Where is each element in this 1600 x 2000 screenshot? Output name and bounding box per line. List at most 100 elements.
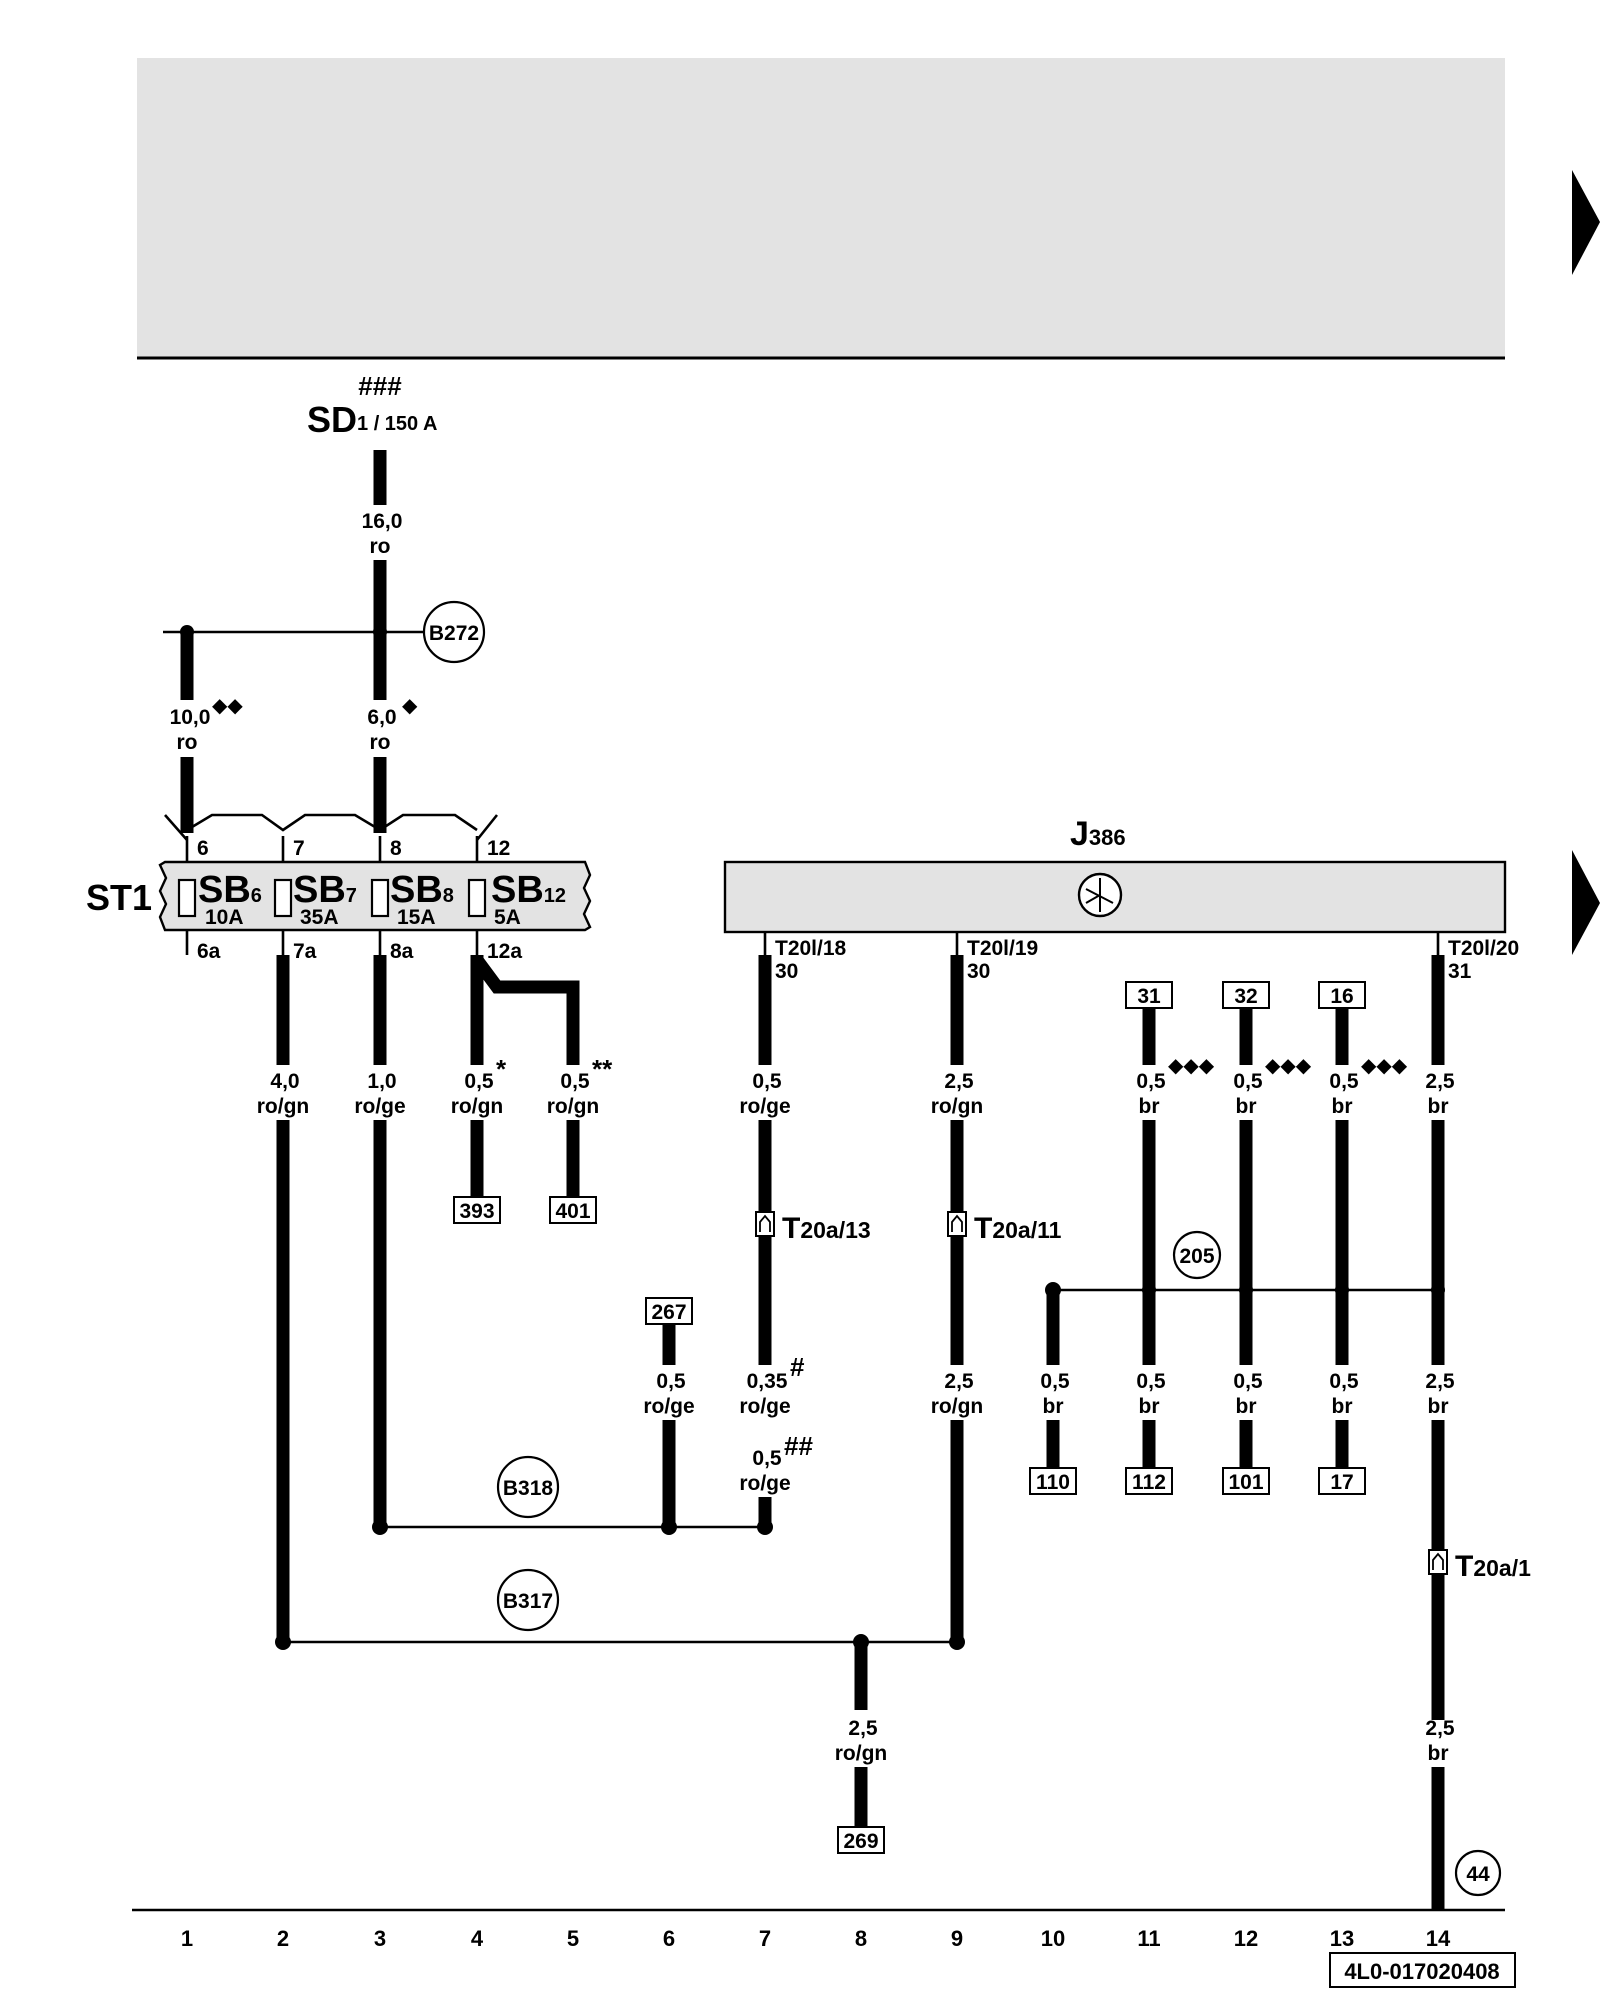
ref-267-box (645, 1297, 693, 1325)
fuse-sb6-name: SB (198, 869, 251, 911)
wire-col7-size: 0,5 (752, 1070, 782, 1093)
fuse-sb7-label: SB7 (293, 869, 357, 911)
wire-col11-size: 0,5 (1136, 1070, 1166, 1093)
fuse-sb8-element (370, 878, 390, 918)
wire-col13-color: br (1332, 1095, 1353, 1118)
column-number: 9 (951, 1926, 963, 1951)
wire-col6-color: ro/ge (643, 1395, 694, 1418)
column-numbers: 1 2 3 4 5 6 7 8 9 10 11 12 13 14 (181, 1926, 1451, 1951)
next-page-arrow-middle[interactable] (1572, 850, 1600, 955)
wire-sb12b-size: 0,5 (560, 1070, 590, 1093)
wire-col11-low-size: 0,5 (1136, 1370, 1166, 1393)
ref-393-box (453, 1196, 501, 1224)
wire-sb12a-size: 0,5 (464, 1070, 494, 1093)
module-pin-19-label: T20l/19 (967, 937, 1038, 960)
doc-code: 4L0-017020408 (1344, 1959, 1499, 1984)
wire-col11-low-color: br (1139, 1395, 1160, 1418)
ref-31-label: 31 (1137, 985, 1161, 1008)
column-number: 11 (1137, 1926, 1160, 1951)
fuse-sb8-out: 8a (390, 940, 414, 963)
ref-393-label: 393 (459, 1200, 494, 1223)
fuse-sb8-amps: 15A (397, 906, 436, 929)
ref-17-label: 17 (1330, 1471, 1353, 1494)
fuse-sb7-out: 7a (293, 940, 317, 963)
wire-sb12a-color: ro/gn (451, 1095, 504, 1118)
wire-col14-low-size: 2,5 (1425, 1717, 1455, 1740)
fuse-sb8-label: SB8 (390, 869, 454, 911)
wire-col12-size: 0,5 (1233, 1070, 1263, 1093)
wire-col7b-size: 0,5 (752, 1447, 782, 1470)
column-number: 4 (471, 1926, 484, 1951)
wire-col12-low-size: 0,5 (1233, 1370, 1263, 1393)
wire-col3-mark: ◆ (402, 695, 418, 717)
column-number: 12 (1234, 1926, 1258, 1951)
wire-sb12-branch (470, 955, 580, 1065)
connector-t20a-1-name: T (1455, 1550, 1473, 1583)
ref-110-box (1029, 1467, 1077, 1495)
fuse-sb12-element (467, 878, 487, 918)
fuse-bridge-tick (475, 814, 499, 841)
wire-col7b-color: ro/ge (739, 1472, 790, 1495)
supply-name: SD1 / 150 A (307, 399, 437, 440)
connector-t20a-13: T20a/13 (755, 1211, 871, 1245)
connector-t20a-11: T20a/11 (947, 1211, 1062, 1245)
junction-b318-circle (496, 1455, 560, 1519)
wire-col1-mark: ◆◆ (212, 695, 243, 717)
connector-t20a-1-label: T20a/1 (1455, 1550, 1531, 1583)
fuse-sb6-element (177, 878, 197, 918)
wire-col1-size: 10,0 (170, 706, 211, 729)
column-number: 7 (759, 1926, 771, 1951)
fuse-sb12-in: 12 (487, 837, 510, 860)
next-page-arrow-top[interactable] (1572, 170, 1600, 275)
ref-32-box (1222, 981, 1270, 1009)
wire-col7b-mark: ## (784, 1431, 813, 1461)
wire-col14-mid-color: br (1428, 1395, 1449, 1418)
wire-col7-color: ro/ge (739, 1095, 790, 1118)
column-number: 13 (1330, 1926, 1354, 1951)
fuse-sb12-out: 12a (487, 940, 522, 963)
control-unit-symbol-icon (1077, 872, 1123, 918)
fuse-sb7-amps: 35A (300, 906, 339, 929)
supply-name-sub: 1 / 150 A (357, 413, 437, 435)
wire-col13-low-size: 0,5 (1329, 1370, 1359, 1393)
junction-dot (1431, 1283, 1445, 1297)
ref-16-label: 16 (1330, 985, 1353, 1008)
fuse-holder-name: ST1 (86, 877, 152, 918)
wire-col11-color: br (1139, 1095, 1160, 1118)
triangle-right-icon (1572, 850, 1600, 955)
ground-44-label: 44 (1466, 1863, 1490, 1886)
wire-col8-color: ro/gn (835, 1742, 888, 1765)
junction-dot (1335, 1283, 1349, 1297)
module-pin-20-terminal: 31 (1448, 960, 1472, 983)
wire-col3-size: 6,0 (367, 706, 396, 729)
column-number: 10 (1041, 1926, 1065, 1951)
module-pin-20-label: T20l/20 (1448, 937, 1519, 960)
module-pin-18-terminal: 30 (775, 960, 798, 983)
wire-col2-size: 4,0 (270, 1070, 299, 1093)
fuse-sb6-amps: 10A (205, 906, 244, 929)
supply-name-main: SD (307, 399, 357, 440)
wire-col13-mark: ◆◆◆ (1361, 1055, 1408, 1077)
column-number: 8 (855, 1926, 867, 1951)
module-pin-19-terminal: 30 (967, 960, 990, 983)
wire-sd-main-size: 16,0 (362, 510, 403, 533)
wire-col7a-size: 0,35 (747, 1370, 788, 1393)
wire-col14-size: 2,5 (1425, 1070, 1455, 1093)
wire-sb12b-color: ro/gn (547, 1095, 600, 1118)
fuse-sb6-label: SB6 (198, 869, 262, 911)
wire-col12-color: br (1236, 1095, 1257, 1118)
connector-t20a-11-sub: 20a/11 (992, 1217, 1061, 1243)
fuse-sb8-num: 8 (443, 885, 454, 907)
wire-col10-low-color: br (1043, 1395, 1064, 1418)
module-j386-body (723, 860, 1507, 934)
ref-267-label: 267 (651, 1301, 686, 1324)
ref-31-box (1125, 981, 1173, 1009)
connector-t20a-13-sub: 20a/13 (800, 1217, 870, 1243)
wire-col13-low-color: br (1332, 1395, 1353, 1418)
fuse-sb12-amps: 5A (494, 906, 521, 929)
wire-col3b-size: 1,0 (367, 1070, 396, 1093)
header-band (137, 58, 1505, 358)
junction-dot (275, 1634, 291, 1650)
fuse-sb6-in: 6 (197, 837, 209, 860)
junction-b317-label: B317 (503, 1590, 553, 1613)
